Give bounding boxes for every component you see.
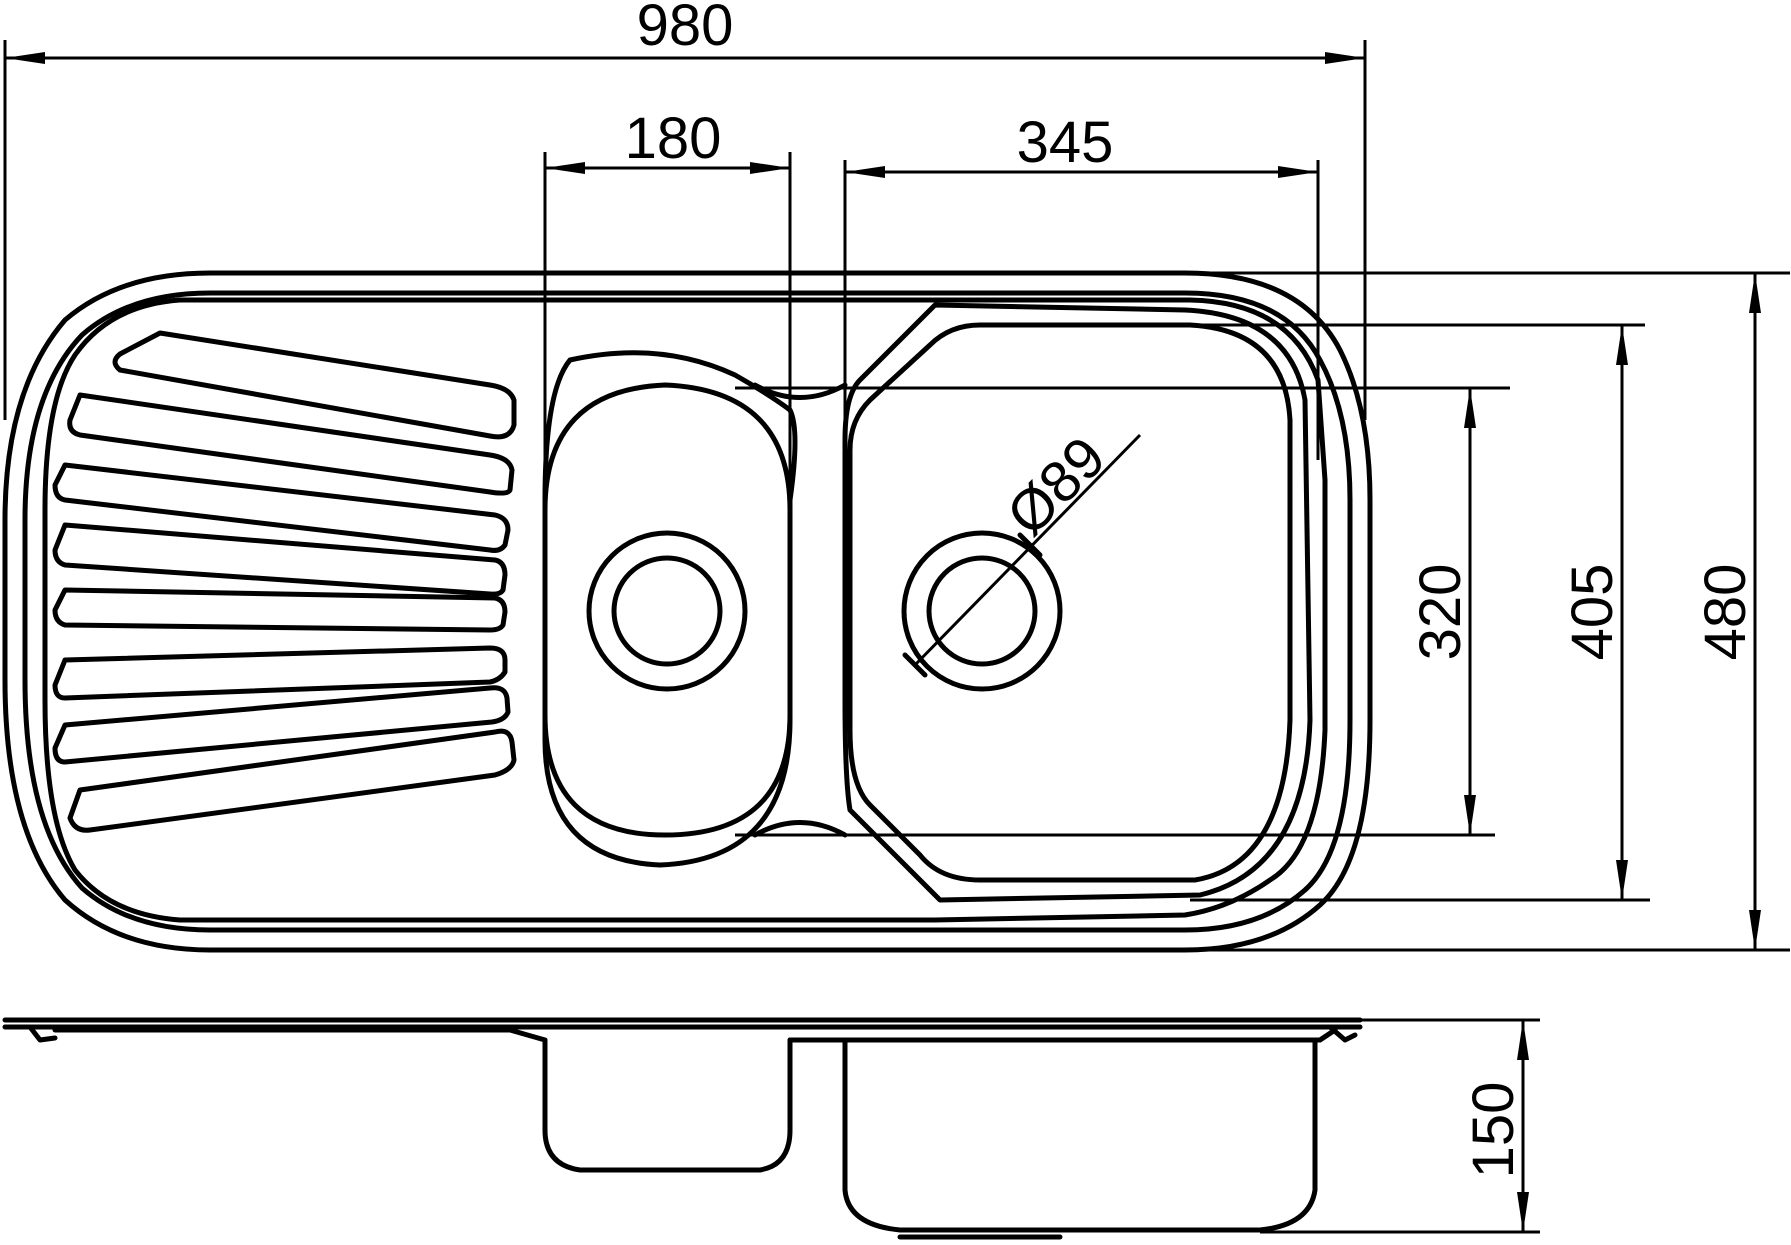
drainer-groove bbox=[112, 330, 517, 440]
small-bowl-waste-outer bbox=[586, 530, 748, 692]
large-bowl-profile bbox=[842, 1037, 1318, 1233]
large-bowl-waste-outer bbox=[901, 530, 1063, 692]
dim-bowl-height: 150 bbox=[1461, 1082, 1526, 1179]
large-bowl-waste-inner bbox=[926, 555, 1038, 667]
sink-side-elevation: 150 bbox=[2, 1017, 1540, 1240]
large-bowl-inner bbox=[847, 322, 1293, 883]
large-bowl-outline bbox=[842, 302, 1313, 903]
dim-overall-depth: 480 bbox=[1693, 564, 1758, 661]
small-bowl-profile bbox=[542, 1037, 793, 1173]
dim-waste-diameter: Ø89 bbox=[994, 424, 1117, 547]
dim-small-bowl-width: 180 bbox=[625, 106, 722, 171]
sink-outer-rim bbox=[2, 270, 1373, 953]
small-bowl-waste-inner bbox=[611, 555, 723, 667]
small-bowl-inner bbox=[542, 382, 793, 838]
dim-small-bowl-depth: 320 bbox=[1408, 564, 1473, 661]
drainer-groove bbox=[52, 462, 511, 553]
bowl-divider bbox=[752, 382, 848, 838]
drainer-grooves bbox=[52, 330, 517, 833]
deck-outline bbox=[42, 297, 1328, 923]
drainer-groove bbox=[52, 587, 508, 633]
dimension-lines: 980 180 345 480 405 320 bbox=[3, 0, 1790, 952]
sink-rim-inner bbox=[22, 290, 1353, 933]
drainer-groove bbox=[67, 728, 517, 833]
drainer-groove bbox=[52, 522, 508, 597]
dim-large-bowl-width: 345 bbox=[1017, 110, 1114, 175]
drainer-groove bbox=[52, 645, 508, 701]
drainer-groove bbox=[52, 685, 511, 765]
dim-large-bowl-depth: 405 bbox=[1560, 564, 1625, 661]
small-bowl-outline bbox=[542, 350, 798, 868]
sink-plan-view bbox=[2, 270, 1373, 953]
dim-overall-width: 980 bbox=[637, 0, 734, 58]
drainer-groove bbox=[67, 392, 515, 496]
